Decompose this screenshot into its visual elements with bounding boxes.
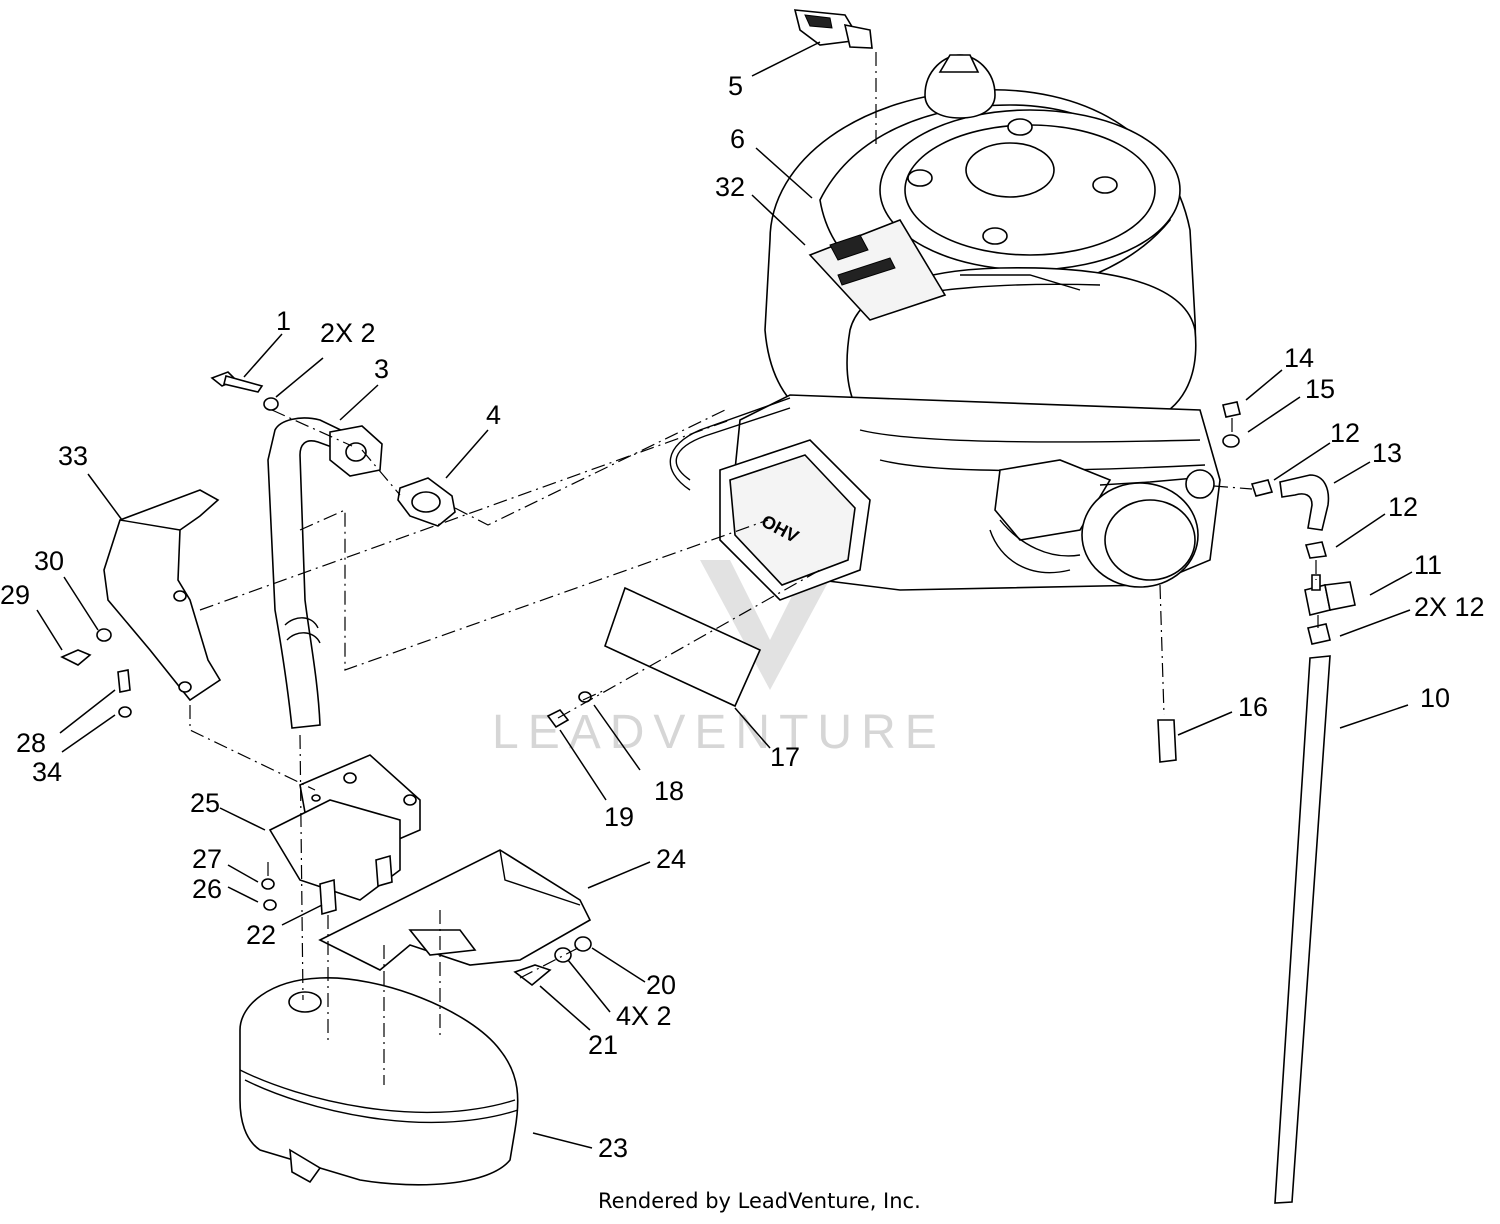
callout-23: 23	[598, 1133, 628, 1163]
assembly-lines	[189, 52, 1319, 1085]
part-14-nut[interactable]	[1222, 401, 1241, 418]
callout-21: 21	[588, 1030, 618, 1060]
watermark-text: LEADVENTURE	[492, 706, 946, 759]
callout-14: 14	[1284, 343, 1314, 373]
callout-10: 10	[1420, 683, 1450, 713]
callout-34: 34	[32, 757, 62, 787]
callout-17: 17	[770, 742, 800, 772]
callout-6: 6	[730, 124, 745, 154]
callout-24: 24	[656, 844, 686, 874]
part-2-lockwasher[interactable]	[554, 947, 572, 963]
callout-28: 28	[16, 728, 46, 758]
callout-3: 3	[374, 354, 389, 384]
rendered-by-footer: Rendered by LeadVenture, Inc.	[598, 1189, 921, 1213]
part-12-clamp-middle[interactable]	[1304, 541, 1328, 559]
part-11-fuel-valve[interactable]	[1304, 574, 1356, 616]
part-13-fuel-elbow[interactable]	[1279, 474, 1330, 531]
part-34-nut[interactable]	[118, 706, 132, 718]
callout-15: 15	[1305, 374, 1335, 404]
callout-13: 13	[1372, 438, 1402, 468]
part-21-bolt[interactable]	[513, 964, 552, 987]
callout-19: 19	[604, 802, 634, 832]
part-1-bolt[interactable]	[210, 371, 264, 393]
part-2-washer[interactable]	[263, 397, 279, 411]
callout-2x12: 2X 12	[1414, 592, 1485, 622]
part-29-bolt[interactable]	[60, 649, 92, 666]
part-33-heat-shield[interactable]	[103, 489, 222, 702]
callout-11: 11	[1414, 550, 1442, 580]
callout-1: 1	[276, 306, 291, 336]
part-20-washer[interactable]	[574, 936, 592, 952]
callout-22: 22	[246, 920, 276, 950]
part-28-bolt[interactable]	[117, 669, 131, 693]
part-12-clamp-upper[interactable]	[1250, 479, 1274, 497]
callout-32: 32	[715, 172, 745, 202]
part-23-muffler[interactable]	[239, 977, 519, 1186]
callout-labels: 1 2X 2 3 4 5 6 32 33 30 29 28 34 25 27 2…	[0, 71, 1485, 1163]
part-12-clamp-lower[interactable]	[1307, 623, 1331, 645]
part-27-washer[interactable]	[261, 878, 275, 890]
part-15-washer[interactable]	[1222, 434, 1240, 448]
callout-20: 20	[646, 970, 676, 1000]
callout-29: 29	[0, 580, 30, 610]
part-16-bolt[interactable]	[1157, 719, 1177, 763]
watermark: LEADVENTURE	[492, 560, 946, 759]
callout-18: 18	[654, 776, 684, 806]
callout-25: 25	[190, 788, 220, 818]
part-10-fuel-hose[interactable]	[1274, 655, 1331, 1204]
callout-12-upper: 12	[1330, 418, 1360, 448]
callout-4: 4	[486, 400, 501, 430]
callout-2x2: 2X 2	[320, 318, 376, 348]
callout-26: 26	[192, 874, 222, 904]
part-3-exhaust-pipe[interactable]	[267, 417, 383, 729]
engine-assembly[interactable]: OHV	[669, 54, 1221, 601]
callout-16: 16	[1238, 692, 1268, 722]
part-19-bolt[interactable]	[546, 708, 570, 729]
part-25-bracket[interactable]	[268, 754, 421, 901]
callout-4x2: 4X 2	[616, 1001, 672, 1031]
leader-lines	[36, 41, 1413, 1149]
part-26-nut[interactable]	[263, 899, 277, 911]
callout-33: 33	[58, 441, 88, 471]
callout-27: 27	[192, 844, 222, 874]
callout-5: 5	[728, 71, 743, 101]
part-24-bracket[interactable]	[318, 849, 592, 971]
callout-30: 30	[34, 546, 64, 576]
part-30-washer[interactable]	[96, 628, 112, 642]
part-4-gasket[interactable]	[397, 477, 456, 527]
part-5[interactable]	[793, 9, 873, 49]
callout-12-middle: 12	[1388, 492, 1418, 522]
